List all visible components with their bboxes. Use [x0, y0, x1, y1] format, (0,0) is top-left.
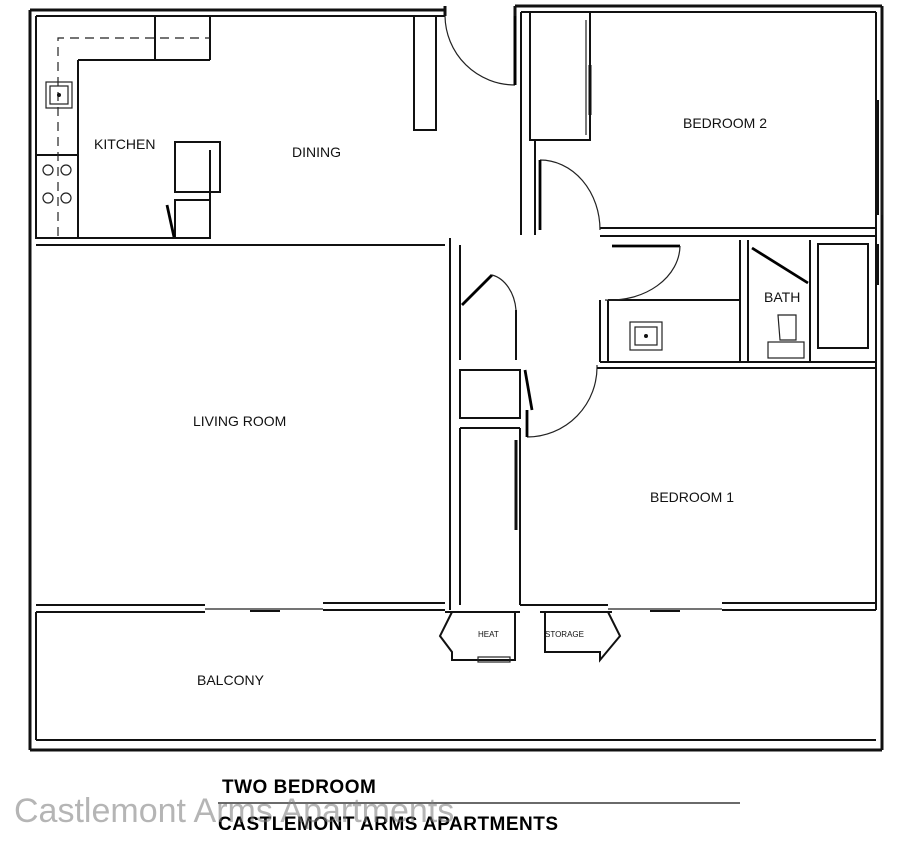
- dining-column: [413, 15, 437, 131]
- bedroom1-label: BEDROOM 1: [650, 489, 734, 505]
- heat-storage-closets: [438, 611, 622, 663]
- living-room-label: LIVING ROOM: [193, 413, 286, 429]
- dining-label: DINING: [292, 144, 341, 160]
- unit-type-title: TWO BEDROOM: [222, 777, 376, 798]
- bath-area: [597, 240, 879, 369]
- balcony-label: BALCONY: [197, 672, 265, 688]
- watermark: Castlemont Arms Apartments: [14, 792, 455, 830]
- storage-label: STORAGE: [545, 630, 584, 639]
- hall-walls: [449, 238, 598, 610]
- bedroom2-label: BEDROOM 2: [683, 115, 767, 131]
- kitchen-label: KITCHEN: [94, 136, 155, 152]
- heat-label: HEAT: [478, 630, 499, 639]
- balcony-sliders: [35, 602, 876, 740]
- kitchen-area: [35, 16, 445, 246]
- entry-door: [444, 15, 517, 86]
- complex-name-title: CASTLEMONT ARMS APARTMENTS: [218, 814, 559, 835]
- bedroom2-walls: [520, 11, 883, 237]
- bath-label: BATH: [764, 289, 800, 305]
- exterior-walls: [28, 4, 884, 752]
